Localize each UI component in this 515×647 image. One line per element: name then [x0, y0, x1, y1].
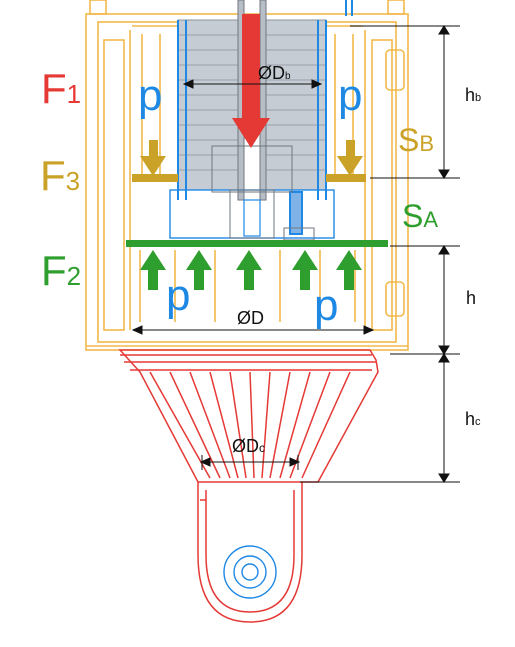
dimension-label-h: h [466, 289, 476, 307]
lower-casting [118, 349, 379, 623]
force-arrow-down [232, 14, 270, 148]
force-arrows-side [140, 140, 363, 176]
force-f2-sub: 2 [66, 261, 82, 291]
pressure-label-upper-right: p [338, 71, 363, 120]
dimension-hc-letter: h [465, 409, 476, 429]
dimension-hc-sub: c [475, 416, 481, 428]
force-label-f3: F3 [40, 155, 80, 197]
surface-label-sb: SB [398, 124, 434, 156]
surface-sb-letter: S [398, 122, 420, 158]
diameter-dc-symbol: ØD [232, 436, 259, 456]
sb-interface [132, 174, 366, 182]
bellows-assembly [177, 0, 327, 201]
force-f1-letter: F [41, 65, 67, 112]
surface-sb-sub: B [419, 131, 435, 156]
dimension-hb-letter: h [465, 85, 476, 105]
force-f3-letter: F [40, 152, 66, 199]
dimension-hb-sub: b [475, 92, 482, 104]
force-f1-sub: 1 [66, 79, 82, 109]
dimension-label-hb: hb [465, 86, 481, 104]
lifting-eye [223, 545, 277, 599]
diameter-d-symbol: ØD [237, 308, 264, 328]
diameter-dc-sub: c [259, 441, 265, 455]
diameter-label-d: ØD [237, 309, 264, 327]
force-label-f2: F2 [41, 250, 81, 292]
force-label-f1: F1 [41, 68, 81, 110]
pressure-label-upper-left: p [138, 71, 163, 120]
dimension-lines [131, 25, 460, 483]
diameter-db-symbol: ØD [258, 63, 285, 83]
sa-piston-line [126, 240, 388, 247]
dimension-h-letter: h [466, 288, 477, 308]
force-f2-letter: F [41, 247, 67, 294]
surface-sa-letter: S [402, 198, 424, 234]
force-arrows-up [140, 250, 362, 290]
diameter-label-dc: ØDc [232, 437, 265, 455]
surface-label-sa: SA [402, 200, 438, 232]
diameter-db-sub: b [285, 71, 291, 82]
diameter-label-db: ØDb [258, 64, 291, 82]
pressure-label-lower-left: p [166, 271, 191, 320]
pressure-label-lower-right: p [314, 281, 339, 330]
dimension-label-hc: hc [465, 410, 481, 428]
surface-sa-sub: A [423, 207, 439, 232]
force-f3-sub: 3 [65, 166, 81, 196]
